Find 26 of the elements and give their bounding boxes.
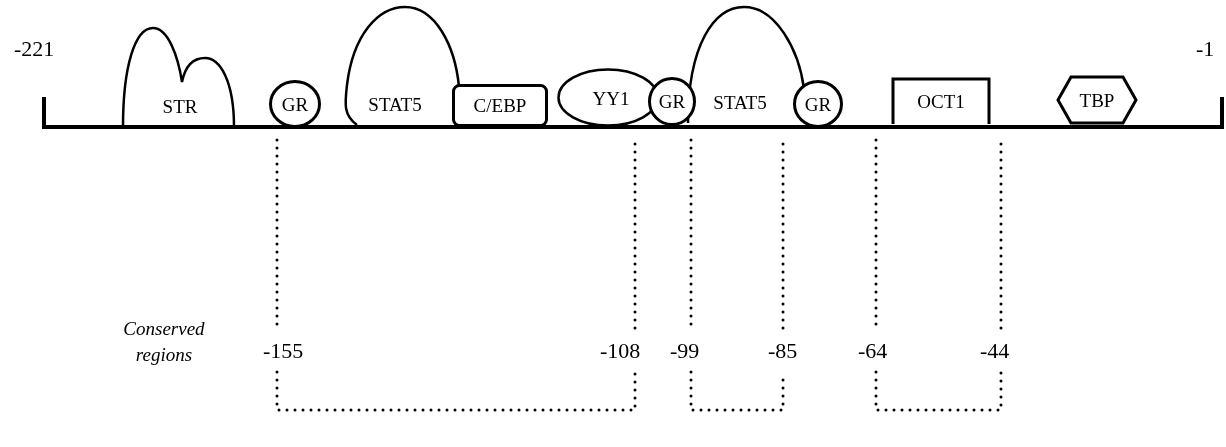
binding-site-shape — [120, 26, 238, 127]
position-label: -99 — [670, 340, 700, 362]
position-label: -155 — [263, 340, 304, 362]
position-label: -108 — [600, 340, 641, 362]
row-label: Conserved regions — [122, 317, 206, 367]
factor-label: STAT5 — [713, 92, 767, 112]
binding-site-box — [452, 84, 548, 127]
binding-site-box — [892, 78, 990, 124]
factor-label: OCT1 — [917, 91, 965, 111]
position-label: -85 — [768, 340, 798, 362]
factor-label: STR — [162, 96, 198, 116]
position-label: -221 — [14, 38, 55, 60]
factor-label: TBP — [1079, 90, 1115, 110]
binding-site-circle — [793, 80, 843, 128]
binding-site-circle — [648, 77, 696, 126]
factor-label: GR — [804, 94, 832, 114]
binding-site-circle — [269, 80, 321, 128]
position-label: -1 — [1196, 38, 1215, 60]
factor-label: GR — [658, 91, 686, 111]
factor-label: GR — [281, 94, 309, 114]
position-label: -64 — [858, 340, 888, 362]
factor-label: C/EBP — [473, 95, 527, 115]
position-label: -44 — [980, 340, 1010, 362]
binding-site-hexagon — [1057, 76, 1137, 124]
factor-label: YY1 — [592, 88, 630, 108]
factor-label: STAT5 — [368, 94, 422, 114]
